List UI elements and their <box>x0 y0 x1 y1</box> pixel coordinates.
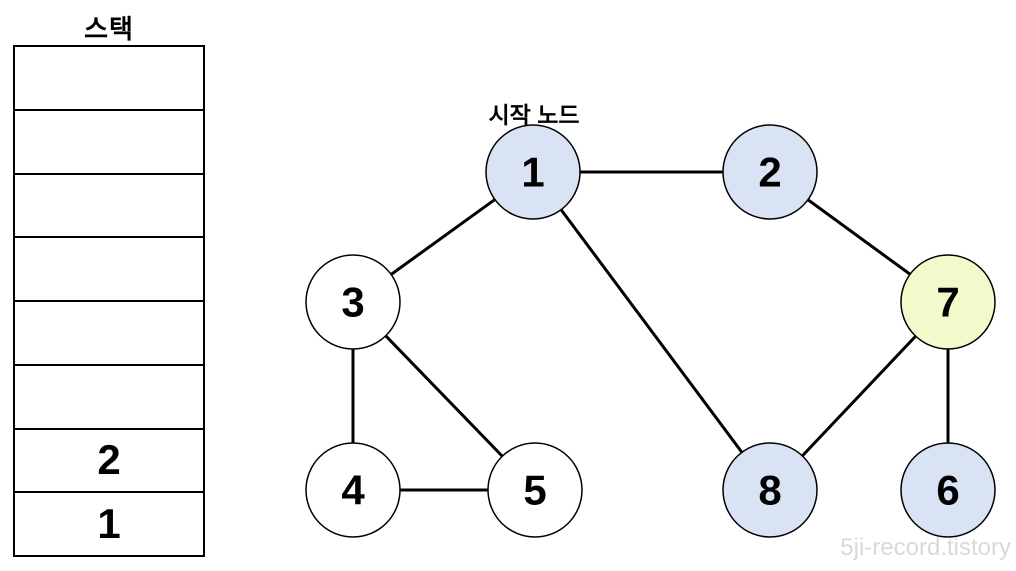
stack-cell-6: 2 <box>15 430 203 494</box>
graph-node-2: 2 <box>722 124 818 220</box>
watermark: 5ji-record.tistory <box>840 534 1011 561</box>
stack-title: 스택 <box>84 14 134 44</box>
node-label-1: 1 <box>521 149 544 196</box>
node-circle-1 <box>485 124 581 220</box>
node-label-2: 2 <box>758 149 781 196</box>
stack-cell-2 <box>15 175 203 239</box>
node-label-7: 7 <box>936 279 959 326</box>
stack-cell-5 <box>15 366 203 430</box>
stack-cell-7: 1 <box>97 500 121 548</box>
start-node-label: 시작 노드 <box>488 102 580 128</box>
graph-node-4: 4 <box>305 442 401 538</box>
graph-node-6: 6 <box>900 442 996 538</box>
node-circle-4 <box>305 442 401 538</box>
node-label-3: 3 <box>341 279 364 326</box>
node-circle-5 <box>487 442 583 538</box>
graph-edge-1-8 <box>531 171 772 491</box>
node-label-6: 6 <box>936 467 959 514</box>
graph-node-5: 5 <box>487 442 583 538</box>
stack-cell-1 <box>15 111 203 175</box>
stack-cell-0 <box>15 47 203 111</box>
node-label-8: 8 <box>758 467 781 514</box>
graph-node-8: 8 <box>722 442 818 538</box>
graph-node-1: 1 <box>485 124 581 220</box>
node-circle-6 <box>900 442 996 538</box>
node-label-4: 4 <box>341 467 365 514</box>
node-label-5: 5 <box>523 467 546 514</box>
node-circle-2 <box>722 124 818 220</box>
graph-node-3: 3 <box>305 254 401 350</box>
stack-cell-4 <box>15 302 203 366</box>
node-circle-7 <box>900 254 996 350</box>
node-circle-3 <box>305 254 401 350</box>
stack-cell-3 <box>15 238 203 302</box>
graph-node-7: 7 <box>900 254 996 350</box>
node-circle-8 <box>722 442 818 538</box>
